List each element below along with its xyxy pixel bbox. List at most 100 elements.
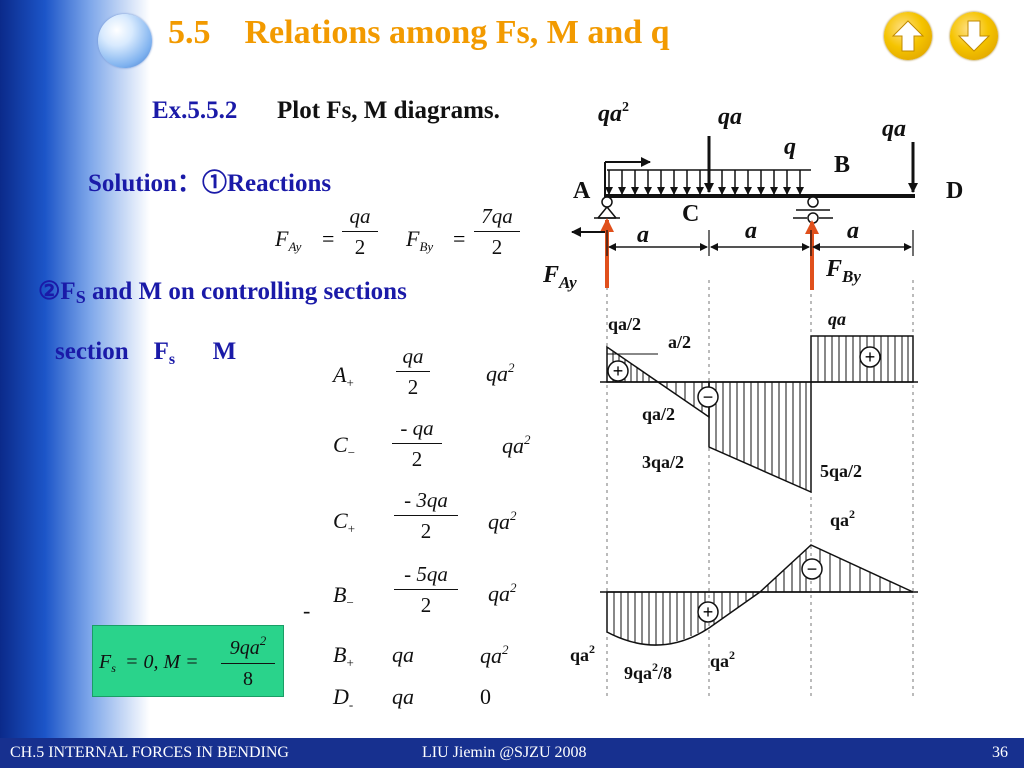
svg-text:+: + [613, 361, 624, 381]
svg-text:−: − [807, 559, 818, 579]
label-moment-qa2-left: qa2 [570, 642, 596, 665]
footer-author: LIU Jiemin @SJZU 2008 [422, 744, 587, 761]
fay-fraction: qa 2 [342, 204, 378, 259]
label-point-a: A [573, 178, 591, 204]
label-fby: FBy [826, 256, 861, 286]
slide-title: 5.5 Relations among Fs, M and q [168, 14, 670, 52]
svg-text:+: + [703, 602, 714, 622]
result-fs: Fs [99, 651, 116, 675]
label-load-c: qa [718, 104, 742, 130]
fby-equals: = [453, 226, 466, 251]
label-shear-a2: a/2 [668, 332, 692, 352]
result-box: Fs = 0, M = 9qa2 8 [92, 625, 284, 697]
shear-plus-sign-right: + [859, 346, 881, 368]
next-slide-button[interactable] [950, 12, 998, 60]
col-section: section [55, 338, 129, 365]
label-dim-3: a [847, 218, 859, 244]
reactions-label: ①Reactions [201, 170, 332, 197]
shear-minus-sign: − [697, 386, 719, 408]
table-row-section: C− [333, 432, 356, 460]
label-point-b: B [834, 152, 851, 178]
label-fay: FAy [543, 262, 577, 292]
moment-lower-region [606, 591, 763, 646]
support-a [594, 196, 620, 219]
table-row-section: C+ [333, 508, 356, 536]
label-distributed-q: q [784, 134, 796, 160]
label-load-d: qa [882, 116, 906, 142]
label-moment-qa2-top: qa2 [830, 507, 856, 530]
shear-hatch-neg-2 [715, 382, 807, 490]
left-decorative-band [0, 0, 150, 738]
moment-upper-region [758, 544, 914, 593]
beam-diagrams-svg: + − + [571, 136, 918, 700]
solution-label: Solution： [88, 170, 202, 197]
shear-plus-sign-left: + [607, 360, 629, 382]
up-arrow-icon [891, 20, 925, 52]
distributed-load [605, 169, 811, 195]
table-row-fs: qa [392, 642, 414, 667]
label-dim-2: a [745, 218, 757, 244]
fay-denominator: 2 [354, 235, 366, 259]
table-row-section: A+ [333, 362, 354, 390]
fby-denominator: 2 [491, 235, 503, 259]
fby-fraction: 7qa 2 [474, 204, 520, 259]
shear-negative-region-2 [708, 381, 812, 494]
shear-diagram: + − + [600, 335, 918, 494]
label-shear-3qa2: 3qa/2 [642, 452, 685, 472]
previous-slide-button[interactable] [884, 12, 932, 60]
label-shear-qa-right: qa [828, 309, 846, 329]
shear-positive-region-2 [810, 335, 914, 383]
moment-minus-sign: − [801, 558, 823, 580]
solution-heading: Solution：①Reactions [88, 163, 331, 199]
dimension-lines [606, 230, 914, 256]
applied-moment-arrow [604, 157, 651, 196]
title-orb-icon [98, 14, 152, 68]
fby-symbol: FBy [406, 226, 434, 254]
table-row-m: qa2 [486, 360, 515, 386]
label-shear-qa2-left: qa/2 [608, 314, 642, 334]
title-text: Relations among Fs, M and q [244, 14, 670, 51]
table-row-m: qa2 [488, 580, 517, 606]
fby-numerator: 7qa [481, 204, 513, 228]
label-moment-qa2-mid: qa2 [710, 648, 736, 671]
title-number: 5.5 [168, 14, 211, 51]
col-fs: F [153, 338, 169, 365]
col-m: M [212, 338, 237, 365]
moment-diagram: − + [600, 544, 918, 646]
step2-heading: ②FS and M on controlling sections [38, 278, 407, 307]
label-shear-qa2-neg: qa/2 [642, 404, 676, 424]
fay-symbol: FAy [275, 226, 302, 254]
slide-footer: CH.5 INTERNAL FORCES IN BENDING LIU Jiem… [0, 738, 1024, 768]
moment-hatch-lower [613, 592, 754, 645]
table-row-m: 0 [480, 684, 491, 709]
table-row-section: B− [333, 582, 354, 610]
table-row-fs: qa [392, 684, 414, 709]
footer-page-number: 36 [992, 744, 1008, 761]
fay-equals: = [322, 226, 335, 251]
result-eq: = 0, M = [125, 651, 199, 673]
label-point-c: C [682, 201, 700, 227]
label-point-d: D [946, 178, 964, 204]
footer-chapter: CH.5 INTERNAL FORCES IN BENDING [10, 744, 289, 761]
label-dim-1: a [637, 222, 649, 248]
down-arrow-icon [957, 20, 991, 52]
example-text: Plot Fs, M diagrams. [277, 97, 500, 124]
table-header: section Fs M [55, 338, 237, 368]
label-applied-moment: qa2 [598, 100, 629, 127]
label-moment-9qa2-8: 9qa2/8 [624, 660, 673, 683]
svg-text:+: + [865, 347, 876, 367]
stray-dash: - [303, 598, 311, 623]
support-b [793, 196, 833, 224]
shear-positive-region [606, 345, 661, 383]
table-row-m: qa2 [502, 432, 531, 458]
table-row-m: qa2 [480, 642, 509, 668]
result-fraction: 9qa2 8 [221, 629, 275, 691]
label-shear-5qa2: 5qa/2 [820, 461, 863, 481]
table-row-section: D- [333, 684, 354, 712]
moment-plus-sign: + [697, 601, 719, 623]
example-label: Ex.5.5.2 [152, 97, 238, 124]
